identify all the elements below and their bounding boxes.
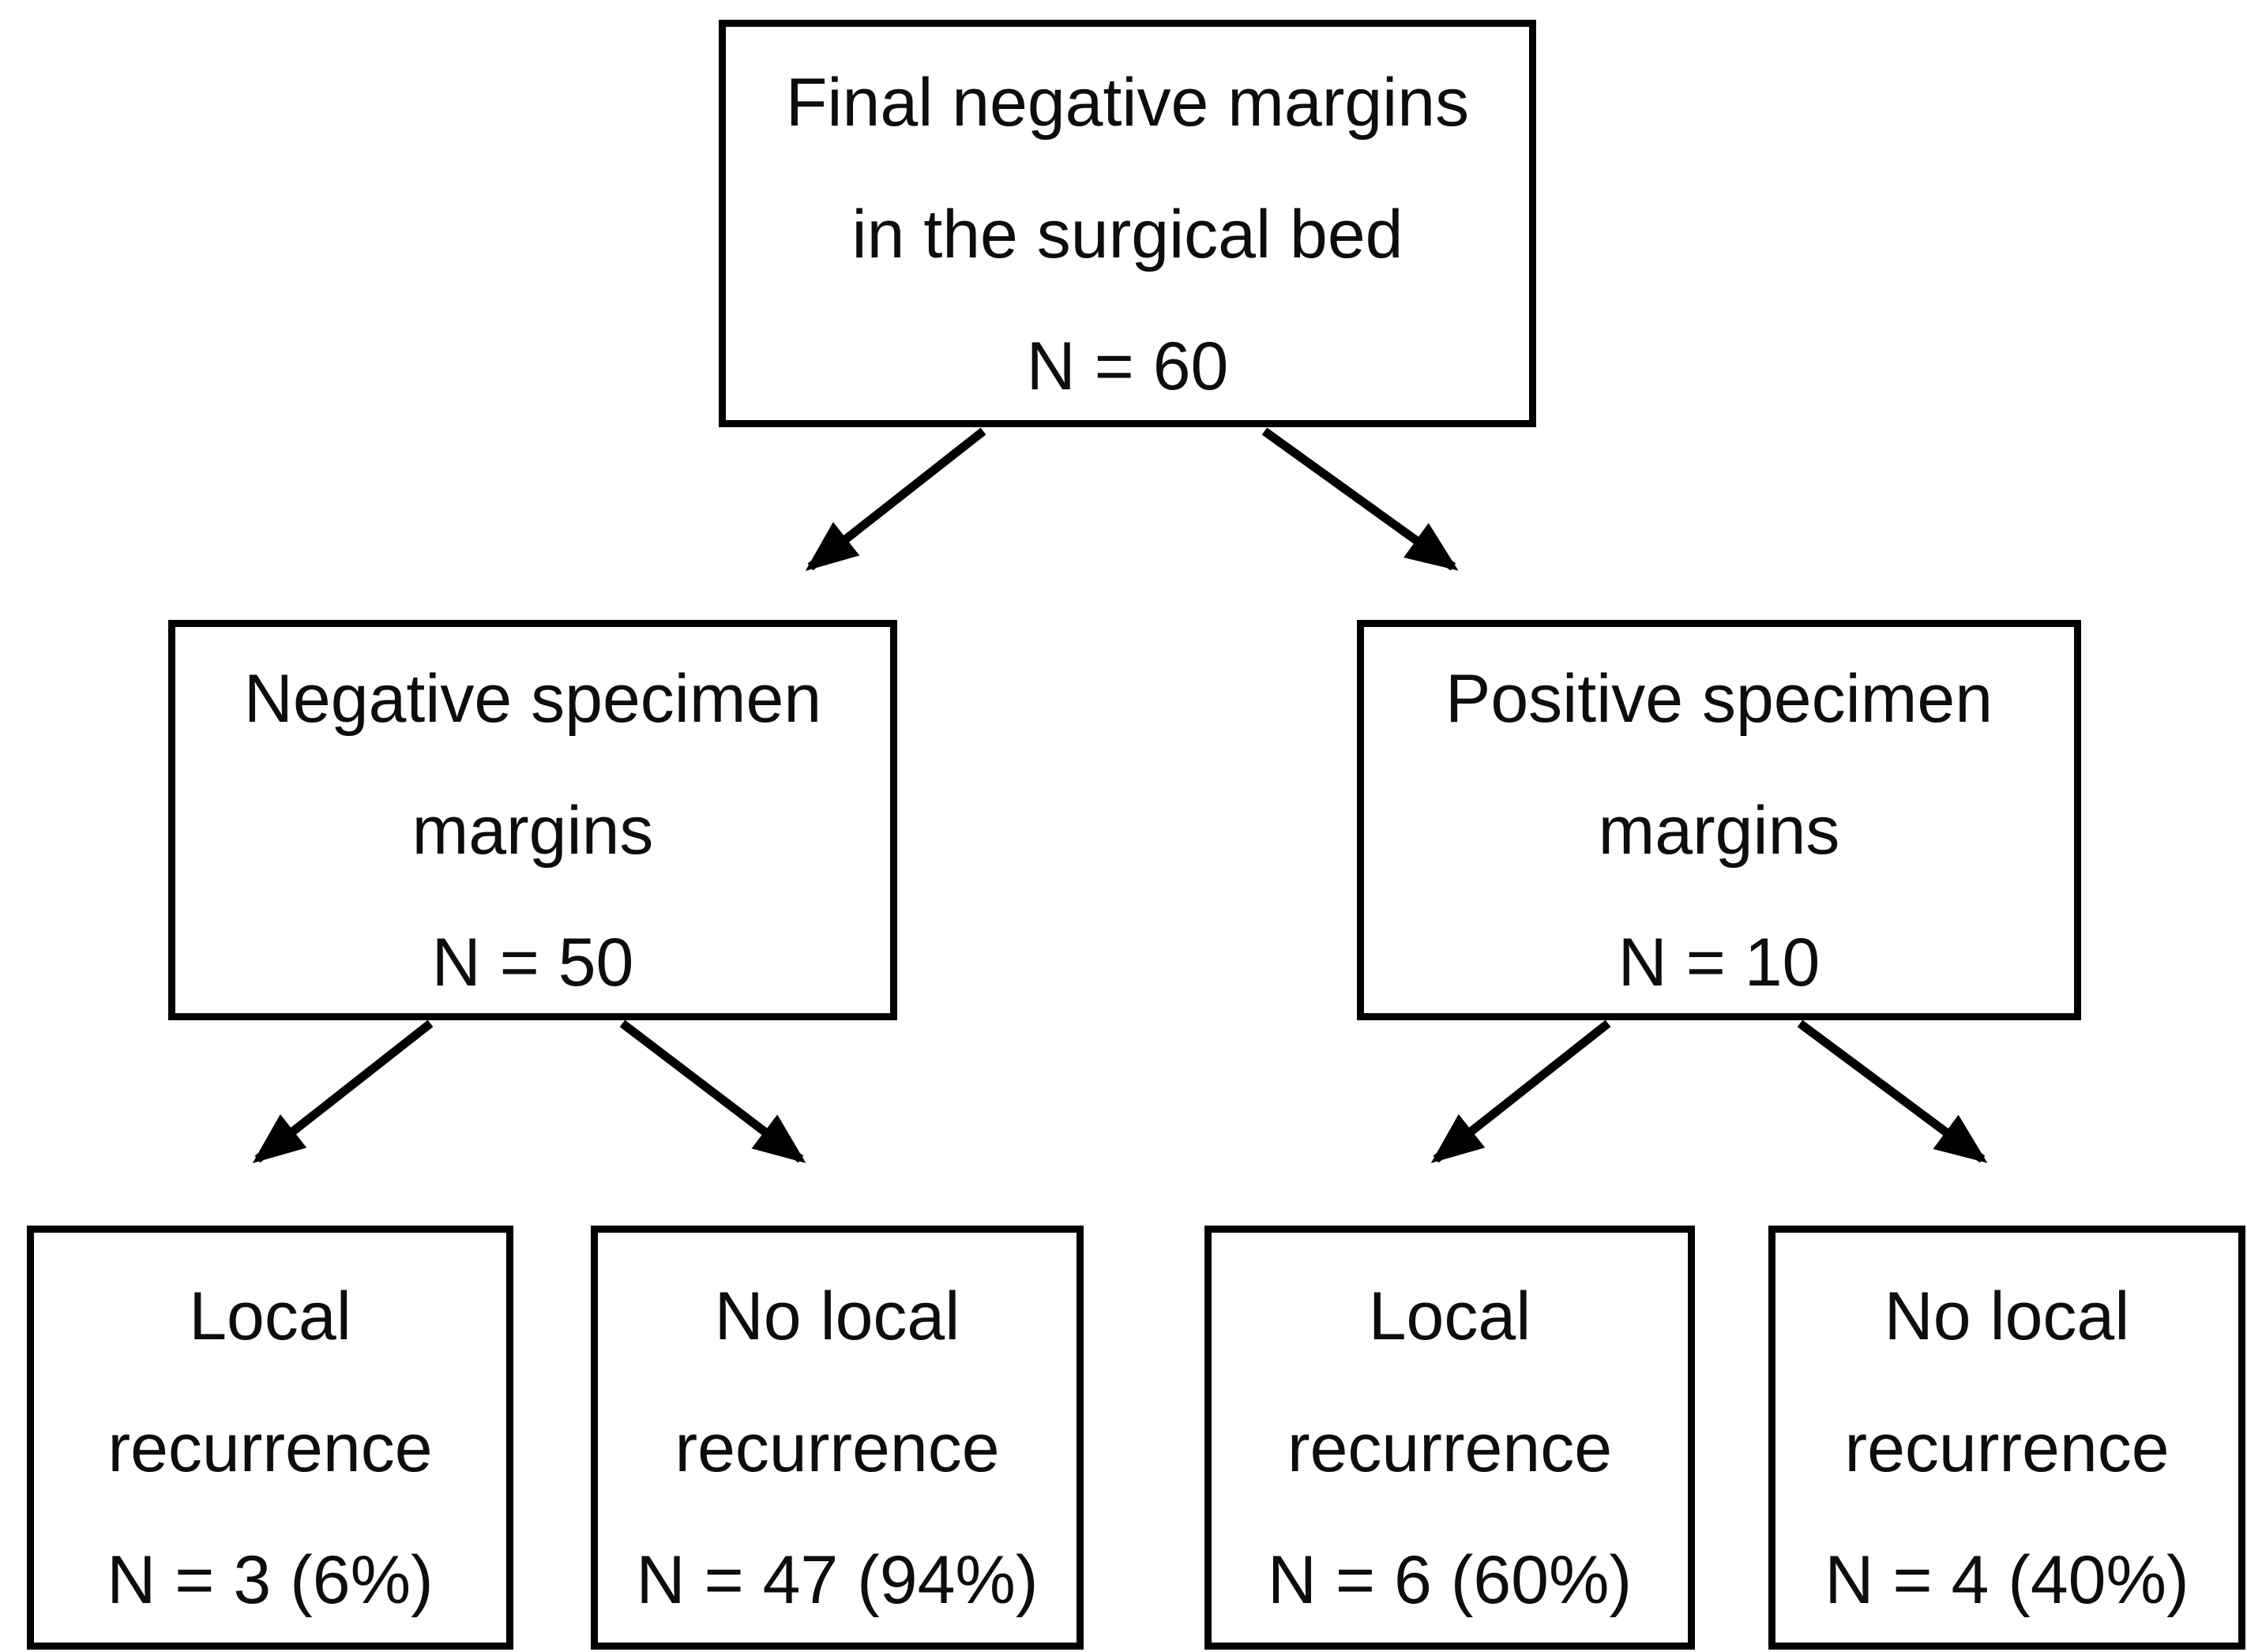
node-text-line: Local: [189, 1278, 351, 1354]
node-text-line: Negative specimen: [243, 661, 822, 737]
node-text-line: in the surgical bed: [851, 196, 1403, 272]
node-count-line: N = 10: [1618, 925, 1821, 1001]
node-count-line: N = 3 (6%): [107, 1542, 434, 1618]
arrow-final-to-positive-specimen: [1261, 427, 1459, 571]
node-count-line: N = 4 (40%): [1824, 1542, 2189, 1618]
node-text-line: No local: [714, 1278, 960, 1354]
node-count-line: N = 6 (60%): [1267, 1542, 1633, 1618]
node-text-line: margins: [1598, 793, 1840, 869]
node-final-negative-margins: Final negative margins in the surgical b…: [719, 20, 1536, 427]
arrow-final-to-negative-specimen: [805, 427, 986, 571]
node-local-recurrence-positive: Local recurrence N = 6 (60%): [1204, 1226, 1695, 1650]
node-text-line: recurrence: [1287, 1410, 1613, 1486]
node-no-local-recurrence-positive: No local recurrence N = 4 (40%): [1768, 1226, 2245, 1650]
node-count-line: N = 50: [431, 925, 634, 1001]
node-positive-specimen-margins: Positive specimen margins N = 10: [1357, 620, 2081, 1020]
node-text-line: margins: [411, 793, 654, 869]
node-negative-specimen-margins: Negative specimen margins N = 50: [168, 620, 897, 1020]
node-text-line: No local: [1884, 1278, 2130, 1354]
arrow-negative-to-local-recurrence: [252, 1019, 434, 1163]
arrow-negative-to-no-local-recurrence: [619, 1019, 806, 1163]
node-count-line: N = 60: [1026, 328, 1229, 404]
arrow-positive-to-local-recurrence: [1430, 1019, 1611, 1163]
node-text-line: Final negative margins: [785, 64, 1470, 141]
arrow-positive-to-no-local-recurrence: [1797, 1019, 1988, 1163]
node-no-local-recurrence-negative: No local recurrence N = 47 (94%): [591, 1226, 1084, 1650]
node-text-line: recurrence: [1844, 1410, 2170, 1486]
node-text-line: Local: [1368, 1278, 1531, 1354]
node-text-line: recurrence: [674, 1410, 1000, 1486]
node-count-line: N = 47 (94%): [636, 1542, 1039, 1618]
node-text-line: Positive specimen: [1445, 661, 1993, 737]
node-local-recurrence-negative: Local recurrence N = 3 (6%): [27, 1226, 513, 1650]
node-text-line: recurrence: [107, 1410, 433, 1486]
